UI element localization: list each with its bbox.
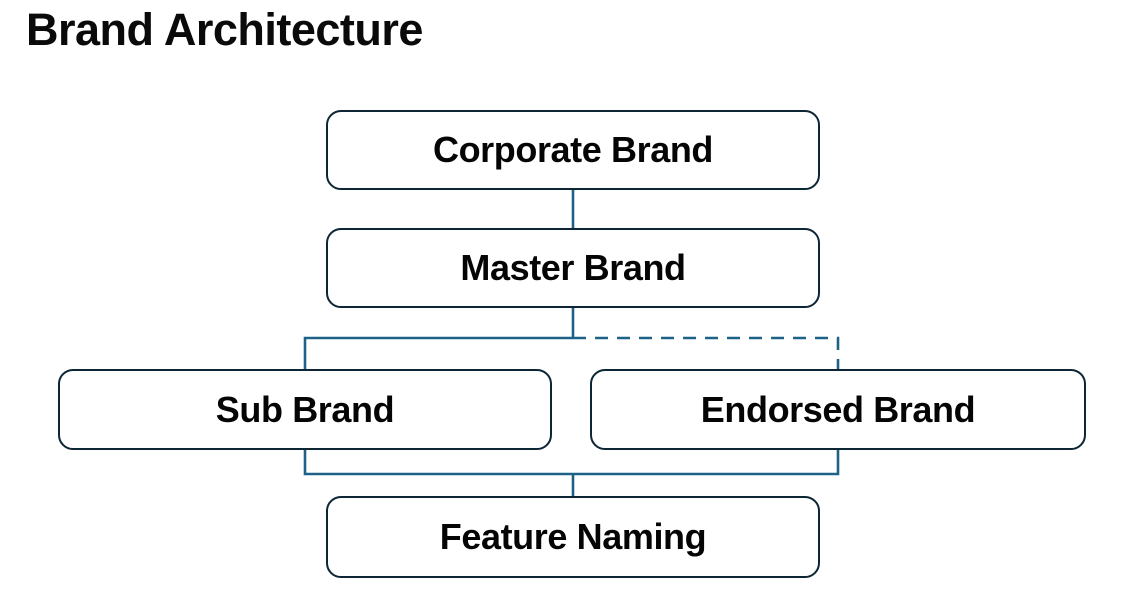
node-corporate-brand[interactable]: Corporate Brand bbox=[326, 110, 820, 190]
node-master-brand[interactable]: Master Brand bbox=[326, 228, 820, 308]
node-feature-naming-label: Feature Naming bbox=[439, 516, 707, 557]
node-sub-brand-label: Sub Brand bbox=[215, 388, 395, 430]
node-master-brand-label: Master Brand bbox=[460, 247, 686, 288]
edge-endorsed-brand-to-feature-naming bbox=[573, 450, 840, 476]
node-corporate-brand-label: Corporate Brand bbox=[432, 129, 714, 170]
node-endorsed-brand-label: Endorsed Brand bbox=[700, 388, 976, 430]
page-title: Brand Architecture bbox=[26, 4, 423, 55]
node-feature-naming[interactable]: Feature Naming bbox=[326, 496, 820, 578]
node-endorsed-brand[interactable]: Endorsed Brand bbox=[590, 369, 1086, 450]
edge-master-to-endorsed-brand bbox=[573, 336, 840, 369]
edge-sub-brand-to-feature-naming bbox=[303, 450, 573, 476]
node-sub-brand[interactable]: Sub Brand bbox=[58, 369, 552, 450]
edge-master-to-sub-brand bbox=[303, 336, 573, 369]
